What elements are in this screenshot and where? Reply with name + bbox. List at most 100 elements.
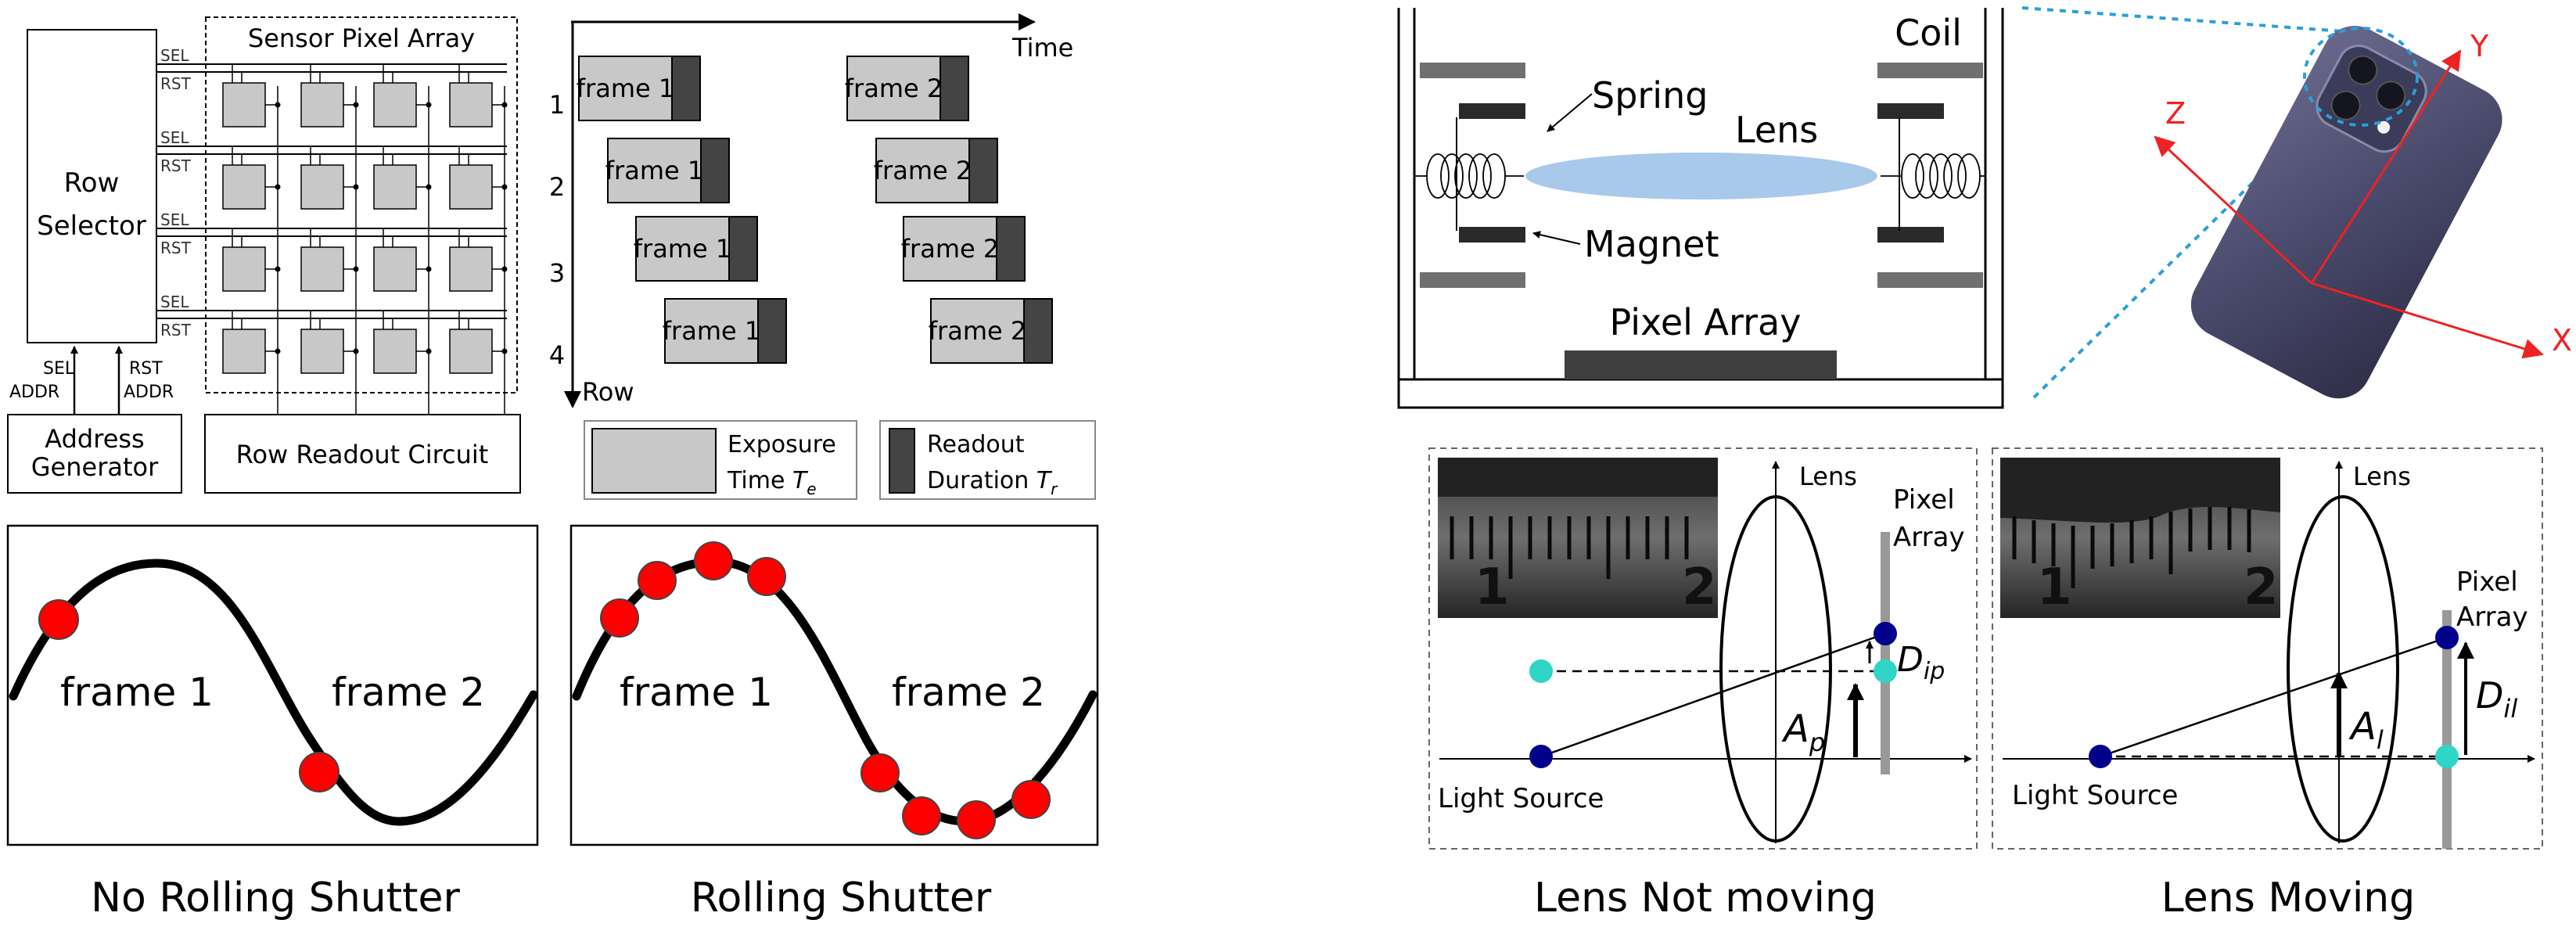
address-generator-label-2: Generator — [31, 452, 159, 482]
label-dip: Dip — [1897, 640, 1945, 685]
camera-lens — [2348, 55, 2378, 85]
phone-body — [2190, 26, 2502, 399]
readout-block — [671, 56, 701, 121]
coil-right-top — [1877, 63, 1983, 78]
label-ap: Ap — [1781, 707, 1825, 757]
lens-module-lens-label: Lens — [1735, 109, 1818, 151]
spring-label: Spring — [1592, 74, 1708, 117]
readout-block — [940, 56, 969, 121]
rs-frame2-label: frame 2 — [892, 670, 1045, 715]
row-label: Row — [582, 377, 634, 407]
row-readout-label: Row Readout Circuit — [236, 440, 489, 469]
coil-right-bottom — [1877, 272, 1983, 288]
magnet-right-bottom — [1877, 227, 1944, 243]
timing-frames: frame 1 frame 2 frame 1 frame 2 frame 1 frame… — [577, 56, 1053, 364]
coil-left-top — [1420, 63, 1525, 78]
frame-label: frame 1 — [663, 316, 760, 346]
camera-flash — [2377, 120, 2391, 134]
lens-module: Coil Spring Lens Magnet Pixel Array — [1397, 8, 2004, 409]
sensor-architecture: Row Selector Sensor Pixel Array SELRSTSE… — [7, 16, 521, 494]
moving-caption: Lens Moving — [2161, 875, 2416, 922]
not-moving-pixel-label-1: Pixel — [1893, 484, 1955, 516]
frame-label: frame 1 — [634, 234, 731, 264]
no-rs-sample-point — [299, 752, 340, 792]
frame-label: frame 2 — [929, 316, 1026, 346]
coil-left-bottom — [1420, 272, 1525, 288]
moving-pixel-label-1: Pixel — [2456, 566, 2518, 598]
pixel-cell — [222, 329, 266, 374]
module-pixel-array — [1565, 350, 1837, 379]
row-number-3: 3 — [549, 258, 565, 288]
pixel-cell — [449, 164, 493, 210]
row-number-1: 1 — [549, 90, 565, 120]
pixel-cell — [373, 164, 417, 210]
magnet-label: Magnet — [1584, 223, 1719, 265]
pixel-cell — [300, 164, 344, 210]
rs-frame1-label: frame 1 — [620, 670, 773, 715]
lens-moving-panel: 1 2 Lens Pixel Array Light Source Dil Al… — [1992, 447, 2543, 922]
row-number-4: 4 — [549, 340, 565, 370]
axis-y-label: Y — [2470, 29, 2489, 63]
teal-point — [2435, 745, 2459, 768]
camera-lens — [2330, 90, 2361, 120]
frame-label: frame 1 — [605, 156, 703, 185]
pixel-array-title: Sensor Pixel Array — [248, 23, 475, 53]
teal-point — [1874, 659, 1897, 683]
legend-readout-2: Duration Tr — [927, 467, 1058, 498]
readout-block — [757, 298, 787, 364]
rst-label: RST — [160, 74, 192, 93]
address-generator-box — [7, 414, 182, 494]
frame-label: frame 2 — [874, 156, 972, 185]
no-rolling-shutter-panel: frame 1 frame 2 No Rolling Shutter — [6, 524, 539, 922]
axis-x — [2311, 282, 2544, 359]
ruler-number: 2 — [1682, 559, 1717, 616]
legend-exposure-2: Time Te — [727, 467, 817, 498]
sel-label: SEL — [160, 210, 189, 229]
legend-readout-1: Readout — [927, 431, 1025, 458]
image-point — [1874, 622, 1897, 645]
axis-z-label: Z — [2165, 96, 2186, 131]
ruler-image-not-moving: 1 2 — [1438, 458, 1718, 618]
no-rs-frame1-label: frame 1 — [60, 670, 214, 715]
not-moving-light-source: Light Source — [1438, 783, 1604, 814]
pixel-cell — [222, 82, 266, 128]
light-source-point — [1529, 745, 1553, 768]
zoom-line-top — [2021, 6, 2344, 33]
legend-readout-swatch — [889, 428, 915, 494]
moving-light-source: Light Source — [2012, 780, 2178, 811]
rs-sample-point — [638, 561, 677, 600]
frame-label: frame 1 — [577, 74, 674, 103]
no-rs-sample-point — [38, 599, 79, 640]
lens-moving — [2287, 495, 2399, 843]
rs-sample-point — [957, 800, 996, 839]
legend-exposure-1: Exposure — [728, 431, 836, 458]
legend-readout-box — [879, 420, 1096, 500]
axis-x-label: X — [2552, 323, 2572, 358]
moving-lens-label: Lens — [2353, 462, 2411, 491]
readout-block — [968, 138, 998, 203]
module-pixel-array-label: Pixel Array — [1610, 301, 1802, 343]
camera-lens — [2376, 81, 2406, 111]
ray-to-image — [2100, 636, 2448, 758]
readout-block — [996, 216, 1026, 282]
rs-sample-point — [1011, 780, 1051, 819]
label-al: Al — [2348, 705, 2384, 755]
pixel-cell — [222, 164, 266, 210]
lens-not-moving — [1719, 495, 1832, 843]
pixel-cell — [373, 246, 417, 292]
rst-label: RST — [160, 239, 192, 257]
legend-exposure-swatch — [591, 428, 717, 494]
sel-addr-1: SEL — [43, 359, 75, 379]
sel-label: SEL — [160, 293, 189, 311]
ruler-number: 1 — [1475, 559, 1510, 616]
pixel-cell — [449, 329, 493, 374]
pixel-cell — [373, 329, 417, 374]
ruler-image-moving: 1 2 — [2000, 458, 2280, 618]
sel-label: SEL — [160, 128, 189, 147]
rs-sample-point — [694, 541, 733, 580]
sel-label: SEL — [160, 46, 189, 65]
ruler-number: 2 — [2244, 559, 2279, 616]
rs-sample-point — [902, 796, 941, 835]
